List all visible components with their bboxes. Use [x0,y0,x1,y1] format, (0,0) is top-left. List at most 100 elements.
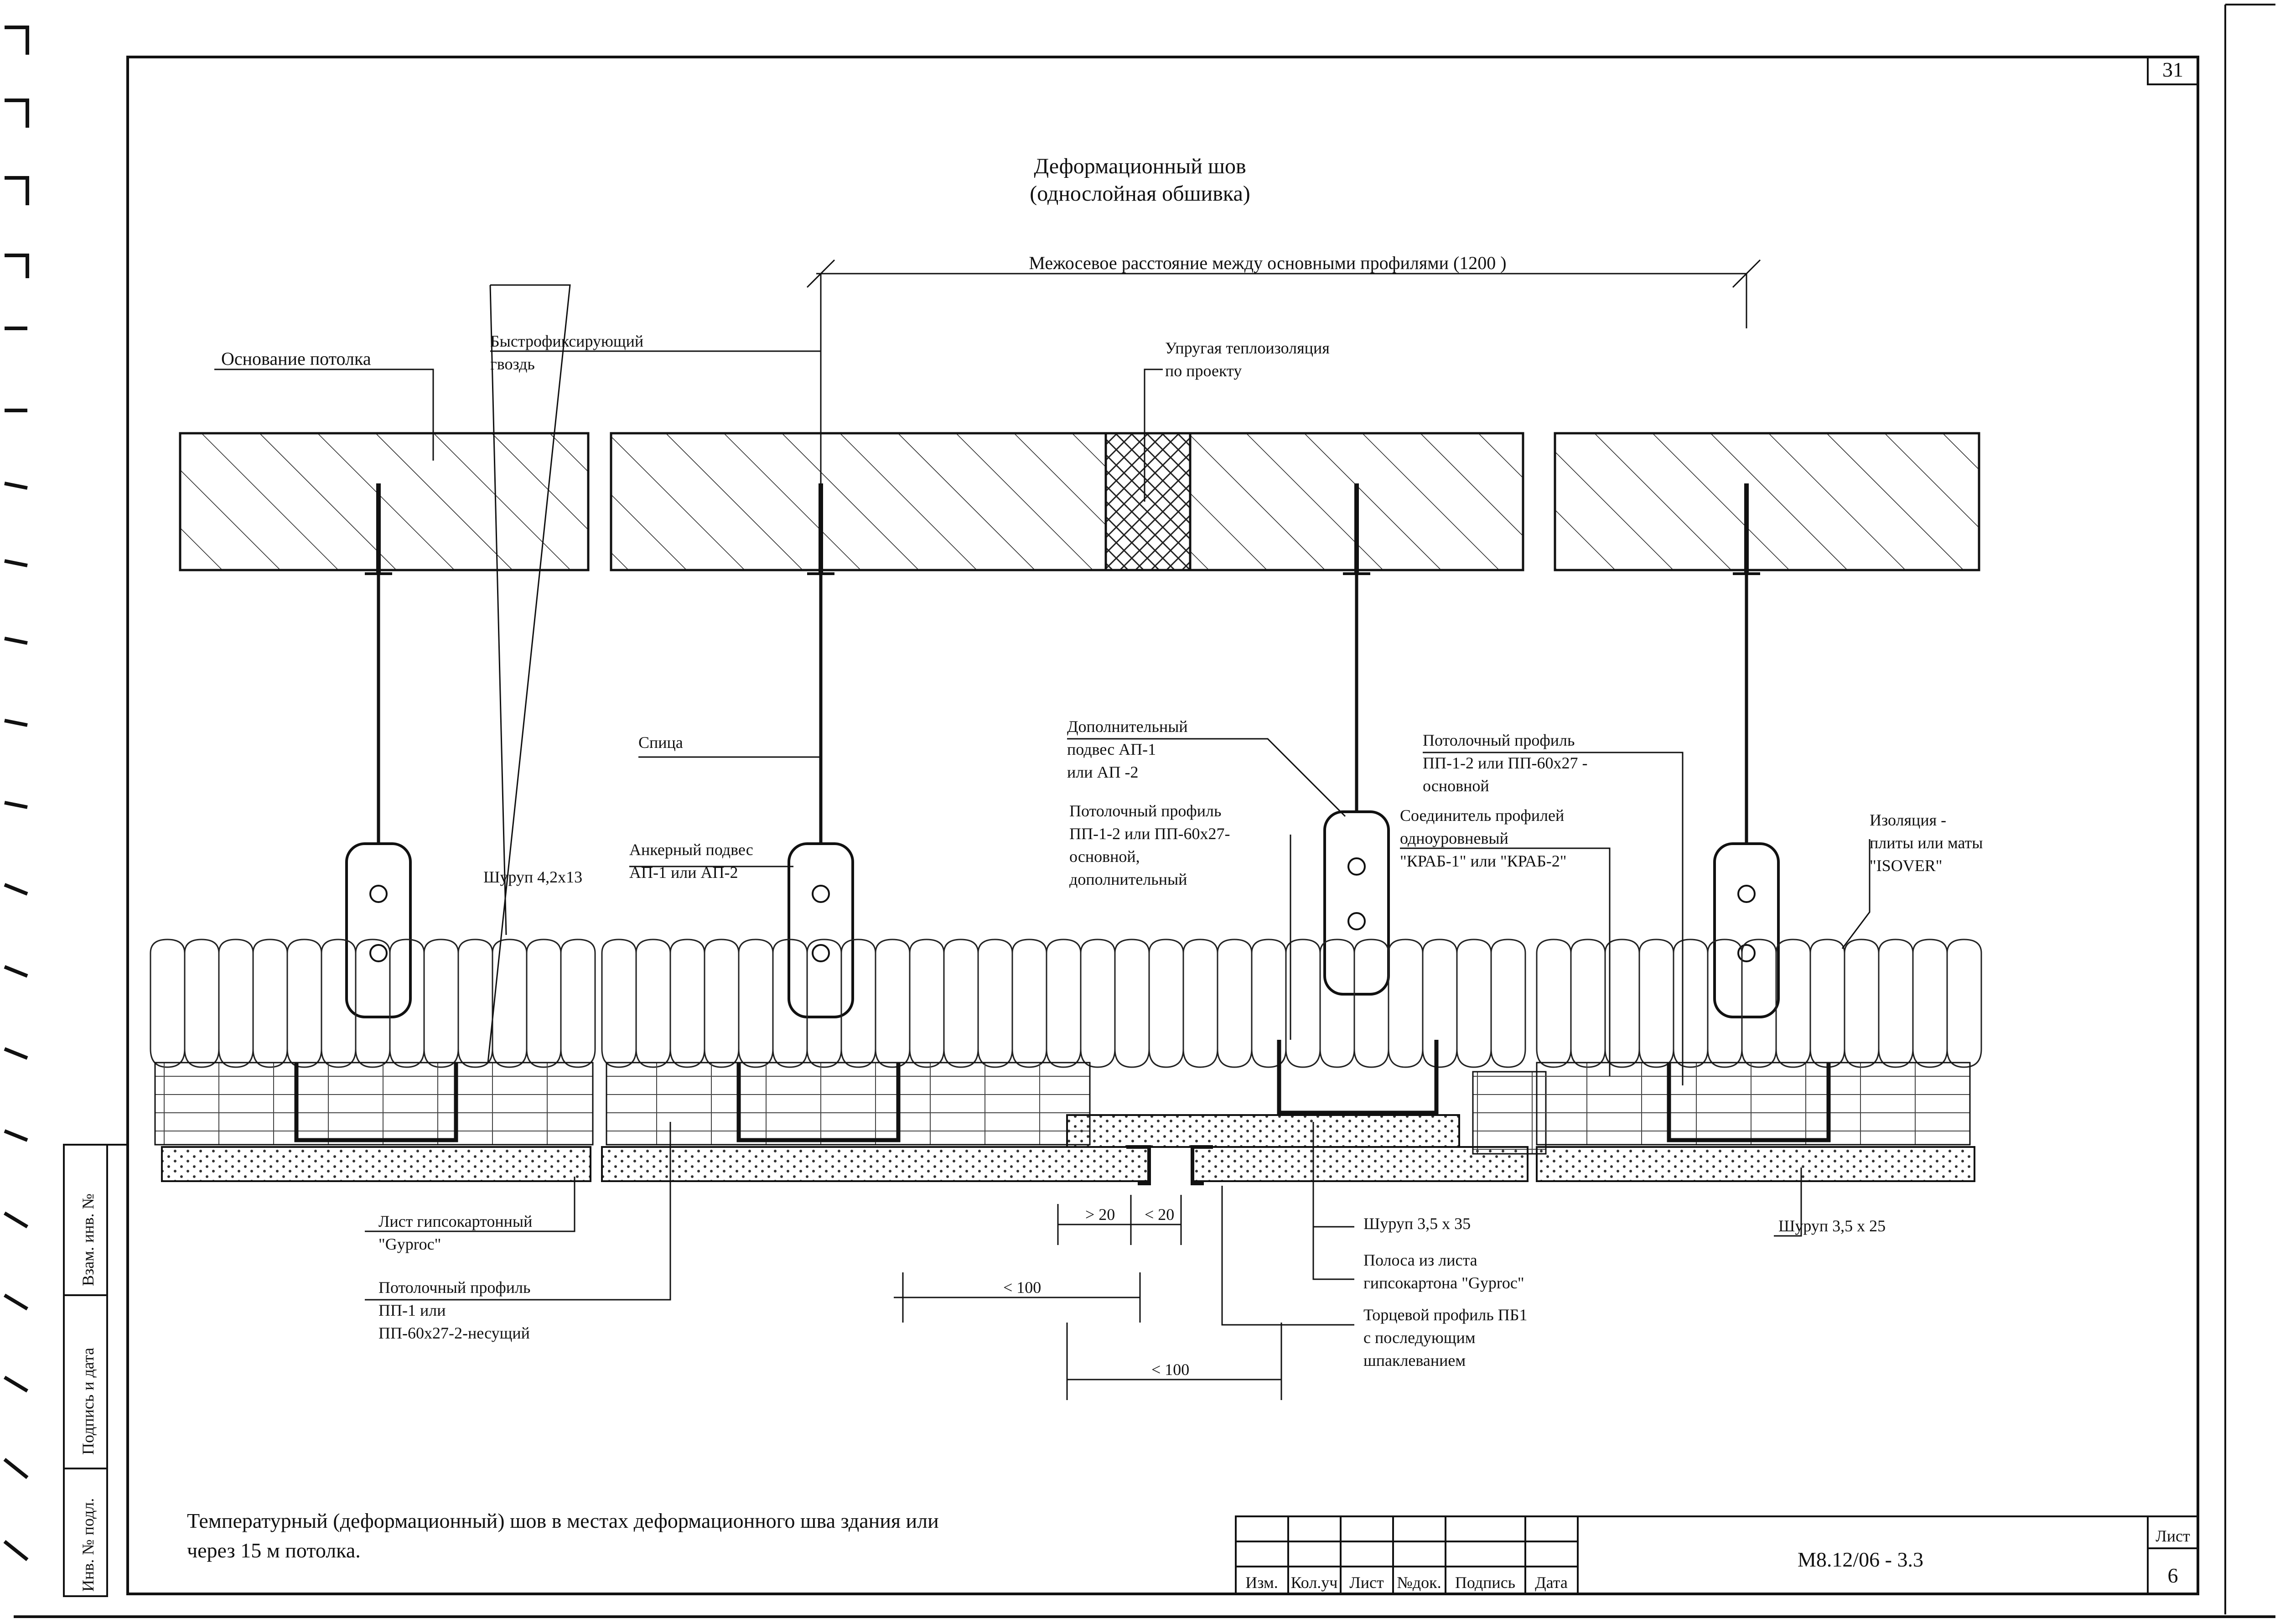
sheet-frame [14,4,2275,1618]
label-extra-hanger-3: или АП -2 [1067,763,1138,781]
label-connector-3: "КРАБ-1" или "КРАБ-2" [1400,852,1566,870]
label-bearing-3: ПП-60х27-2-несущий [378,1324,530,1342]
tb-list: Лист [1349,1573,1384,1592]
drawing-subtitle: (однослойная обшивка) [1030,182,1250,206]
tb-sheet-number: 6 [2168,1564,2178,1587]
label-nail-1: Быстрофиксирующий [490,332,643,350]
insulation-loop [1422,939,1458,1068]
label-main-profile-2: ПП-1-2 или ПП-60х27 - [1423,754,1587,772]
insulation-loop [1570,939,1606,1068]
insulation-loop [1490,939,1526,1068]
insulation-loop [1046,939,1082,1068]
insulation-loop [1011,939,1047,1068]
stamp-inv-replace: Взам. инв. № [79,1193,97,1286]
tb-podpis: Подпись [1455,1573,1515,1592]
top-dimension-text: Межосевое расстояние между основными про… [1029,253,1506,273]
label-edge-2: с последующим [1363,1328,1476,1347]
insulation-loop [526,939,562,1068]
dim-le100-b: < 100 [1151,1360,1189,1379]
insulation-loop [977,939,1013,1068]
label-insulation-3: "ISOVER" [1870,856,1942,875]
label-strip-2: гипсокартона "Gyproc" [1363,1274,1524,1292]
label-gypsum-2: "Gyproc" [378,1235,441,1253]
label-anchor-1: Анкерный подвес [629,841,753,859]
insulation-loop [601,939,637,1068]
stamp-inv-orig: Инв. № подл. [79,1498,97,1592]
insulation-loop [669,939,705,1068]
dim-gt20: > 20 [1085,1205,1115,1224]
caption-line2: через 15 м потолка. [187,1539,361,1562]
insulation-loop [1114,939,1150,1068]
label-add-profile-4: дополнительный [1069,870,1187,888]
hangers [345,483,1780,1018]
side-stamp [63,1144,128,1597]
insulation-loop [184,939,220,1068]
insulation-loop [943,939,979,1068]
label-bearing-1: Потолочный профиль [378,1278,530,1297]
profiles [154,1040,1971,1155]
leader-lines [214,284,1871,1400]
label-add-profile-1: Потолочный профиль [1069,802,1221,820]
insulation-loop [1080,939,1116,1068]
label-thermal-1: Упругая теплоизоляция [1165,339,1330,357]
insulation-loop [252,939,288,1068]
tb-code: М8.12/06 - 3.3 [1798,1548,1923,1571]
insulation-loop [1456,939,1492,1068]
label-anchor-2: АП-1 или АП-2 [629,863,738,882]
label-connector-1: Соединитель профилей [1400,806,1564,825]
insulation-loop [423,939,459,1068]
tb-data: Дата [1535,1573,1568,1592]
caption-line1: Температурный (деформационный) шов в мес… [187,1509,939,1532]
tb-koluch: Кол.уч [1291,1573,1338,1592]
gypsum-boards [161,1114,1975,1185]
label-ceiling-base: Основание потолка [221,348,371,369]
insulation-loop [1182,939,1218,1068]
insulation-loop [492,939,528,1068]
insulation-loop [875,939,911,1068]
insulation-loop [560,939,596,1068]
insulation-loop [286,939,322,1068]
label-screw-35x25: Шуруп 3,5 х 25 [1778,1217,1886,1235]
binding-marks [3,26,29,1562]
label-bearing-2: ПП-1 или [378,1301,446,1319]
insulation-loop [1148,939,1184,1068]
insulation-loop [1946,939,1982,1068]
insulation-loop [1536,939,1572,1068]
label-thermal-2: по проекту [1165,362,1242,380]
insulation-loop [1878,939,1914,1068]
insulation-loop [1809,939,1845,1068]
label-strip-1: Полоса из листа [1363,1251,1477,1269]
svg-text:31: 31 [2162,58,2183,81]
label-nail-2: гвоздь [490,355,535,373]
sheet-number-top: 31 [2147,56,2199,85]
title-block [1235,1515,2199,1595]
tb-sheet-label: Лист [2156,1527,2190,1545]
insulation-loop [218,939,254,1068]
label-add-profile-3: основной, [1069,847,1140,866]
label-main-profile-3: основной [1423,777,1489,795]
label-extra-hanger-1: Дополнительный [1067,717,1188,736]
label-screw-4: Шуруп 4,2х13 [483,868,582,886]
title-block-headers: Изм. Кол.уч Лист №док. Подпись Дата [1245,1573,1568,1592]
insulation-loop [635,939,671,1068]
insulation-loop [1217,939,1253,1068]
ceiling-slabs [179,432,1980,571]
labels: Основание потолка Быстрофиксирующий гвоз… [221,332,1983,1379]
insulation-loop [1775,939,1811,1068]
stamp-sign-date: Подпись и дата [79,1348,97,1455]
drawing-title: Деформационный шов [1034,154,1246,178]
label-main-profile-1: Потолочный профиль [1423,731,1575,749]
dim-le20: < 20 [1145,1205,1174,1224]
insulation-loop [1912,939,1948,1068]
insulation-loop [1673,939,1709,1068]
insulation-loop [738,939,774,1068]
label-extra-hanger-2: подвес АП-1 [1067,740,1156,758]
label-screw-35x35: Шуруп 3,5 х 35 [1363,1214,1471,1233]
insulation-loop [1388,939,1424,1068]
label-insulation-1: Изоляция - [1870,811,1946,829]
insulation-loop [150,939,186,1068]
label-rod: Спица [638,733,683,752]
label-edge-1: Торцевой профиль ПБ1 [1363,1306,1527,1324]
insulation-loop [704,939,740,1068]
